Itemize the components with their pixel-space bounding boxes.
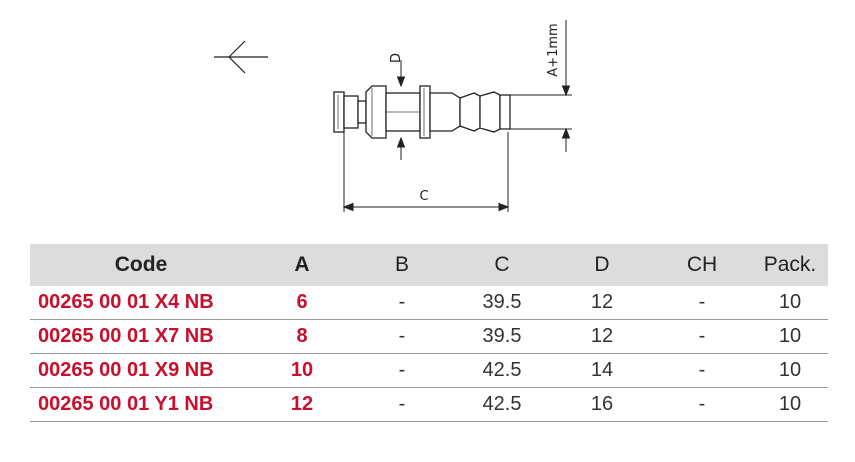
- cell-b: -: [352, 319, 452, 354]
- dimension-d-label: D: [389, 53, 404, 63]
- header-c: C: [452, 244, 552, 286]
- table-row: 00265 00 01 X9 NB 10 - 42.5 14 - 10: [30, 353, 828, 388]
- cell-pack: 10: [752, 319, 828, 354]
- table-row: 00265 00 01 X7 NB 8 - 39.5 12 - 10: [30, 319, 828, 354]
- header-b: B: [352, 244, 452, 286]
- cell-ch: -: [652, 353, 752, 388]
- cell-code: 00265 00 01 X7 NB: [30, 319, 252, 354]
- cell-a: 6: [252, 286, 352, 320]
- dimension-d: [396, 60, 406, 160]
- cell-c: 39.5: [452, 286, 552, 320]
- table-row: 00265 00 01 Y1 NB 12 - 42.5 16 - 10: [30, 387, 828, 422]
- cell-a: 10: [252, 353, 352, 388]
- header-a: A: [252, 244, 352, 286]
- cell-b: -: [352, 353, 452, 388]
- cell-b: -: [352, 286, 452, 320]
- header-pack: Pack.: [752, 244, 828, 286]
- cell-a: 8: [252, 319, 352, 354]
- cell-a: 12: [252, 387, 352, 422]
- technical-drawing: D A+1mm C: [214, 20, 572, 212]
- dimension-a: [510, 20, 572, 152]
- coupling-detail-lines: [337, 88, 425, 136]
- table-header-row: Code A B C D CH Pack.: [30, 244, 828, 286]
- coupling-drawing-svg: D A+1mm C: [214, 20, 572, 212]
- cell-ch: -: [652, 286, 752, 320]
- dimension-a-label: A+1mm: [546, 23, 561, 76]
- cell-code: 00265 00 01 X9 NB: [30, 353, 252, 388]
- cell-code: 00265 00 01 Y1 NB: [30, 387, 252, 422]
- header-d: D: [552, 244, 652, 286]
- cell-pack: 10: [752, 387, 828, 422]
- cell-pack: 10: [752, 286, 828, 320]
- dimension-c-label: C: [419, 189, 428, 204]
- table-row: 00265 00 01 X4 NB 6 - 39.5 12 - 10: [30, 286, 828, 320]
- cell-b: -: [352, 387, 452, 422]
- header-code: Code: [30, 244, 252, 286]
- cell-d: 16: [552, 387, 652, 422]
- cell-pack: 10: [752, 353, 828, 388]
- flow-direction-arrow: [214, 40, 268, 74]
- cell-ch: -: [652, 319, 752, 354]
- cell-c: 42.5: [452, 387, 552, 422]
- product-spec-table: Code A B C D CH Pack. 00265 00 01 X4 NB …: [30, 244, 828, 422]
- dimension-c: [342, 132, 510, 212]
- cell-code: 00265 00 01 X4 NB: [30, 286, 252, 320]
- cell-c: 42.5: [452, 353, 552, 388]
- coupling-plug-outline: [333, 85, 511, 139]
- cell-d: 12: [552, 286, 652, 320]
- cell-d: 14: [552, 353, 652, 388]
- header-ch: CH: [652, 244, 752, 286]
- cell-c: 39.5: [452, 319, 552, 354]
- cell-ch: -: [652, 387, 752, 422]
- cell-d: 12: [552, 319, 652, 354]
